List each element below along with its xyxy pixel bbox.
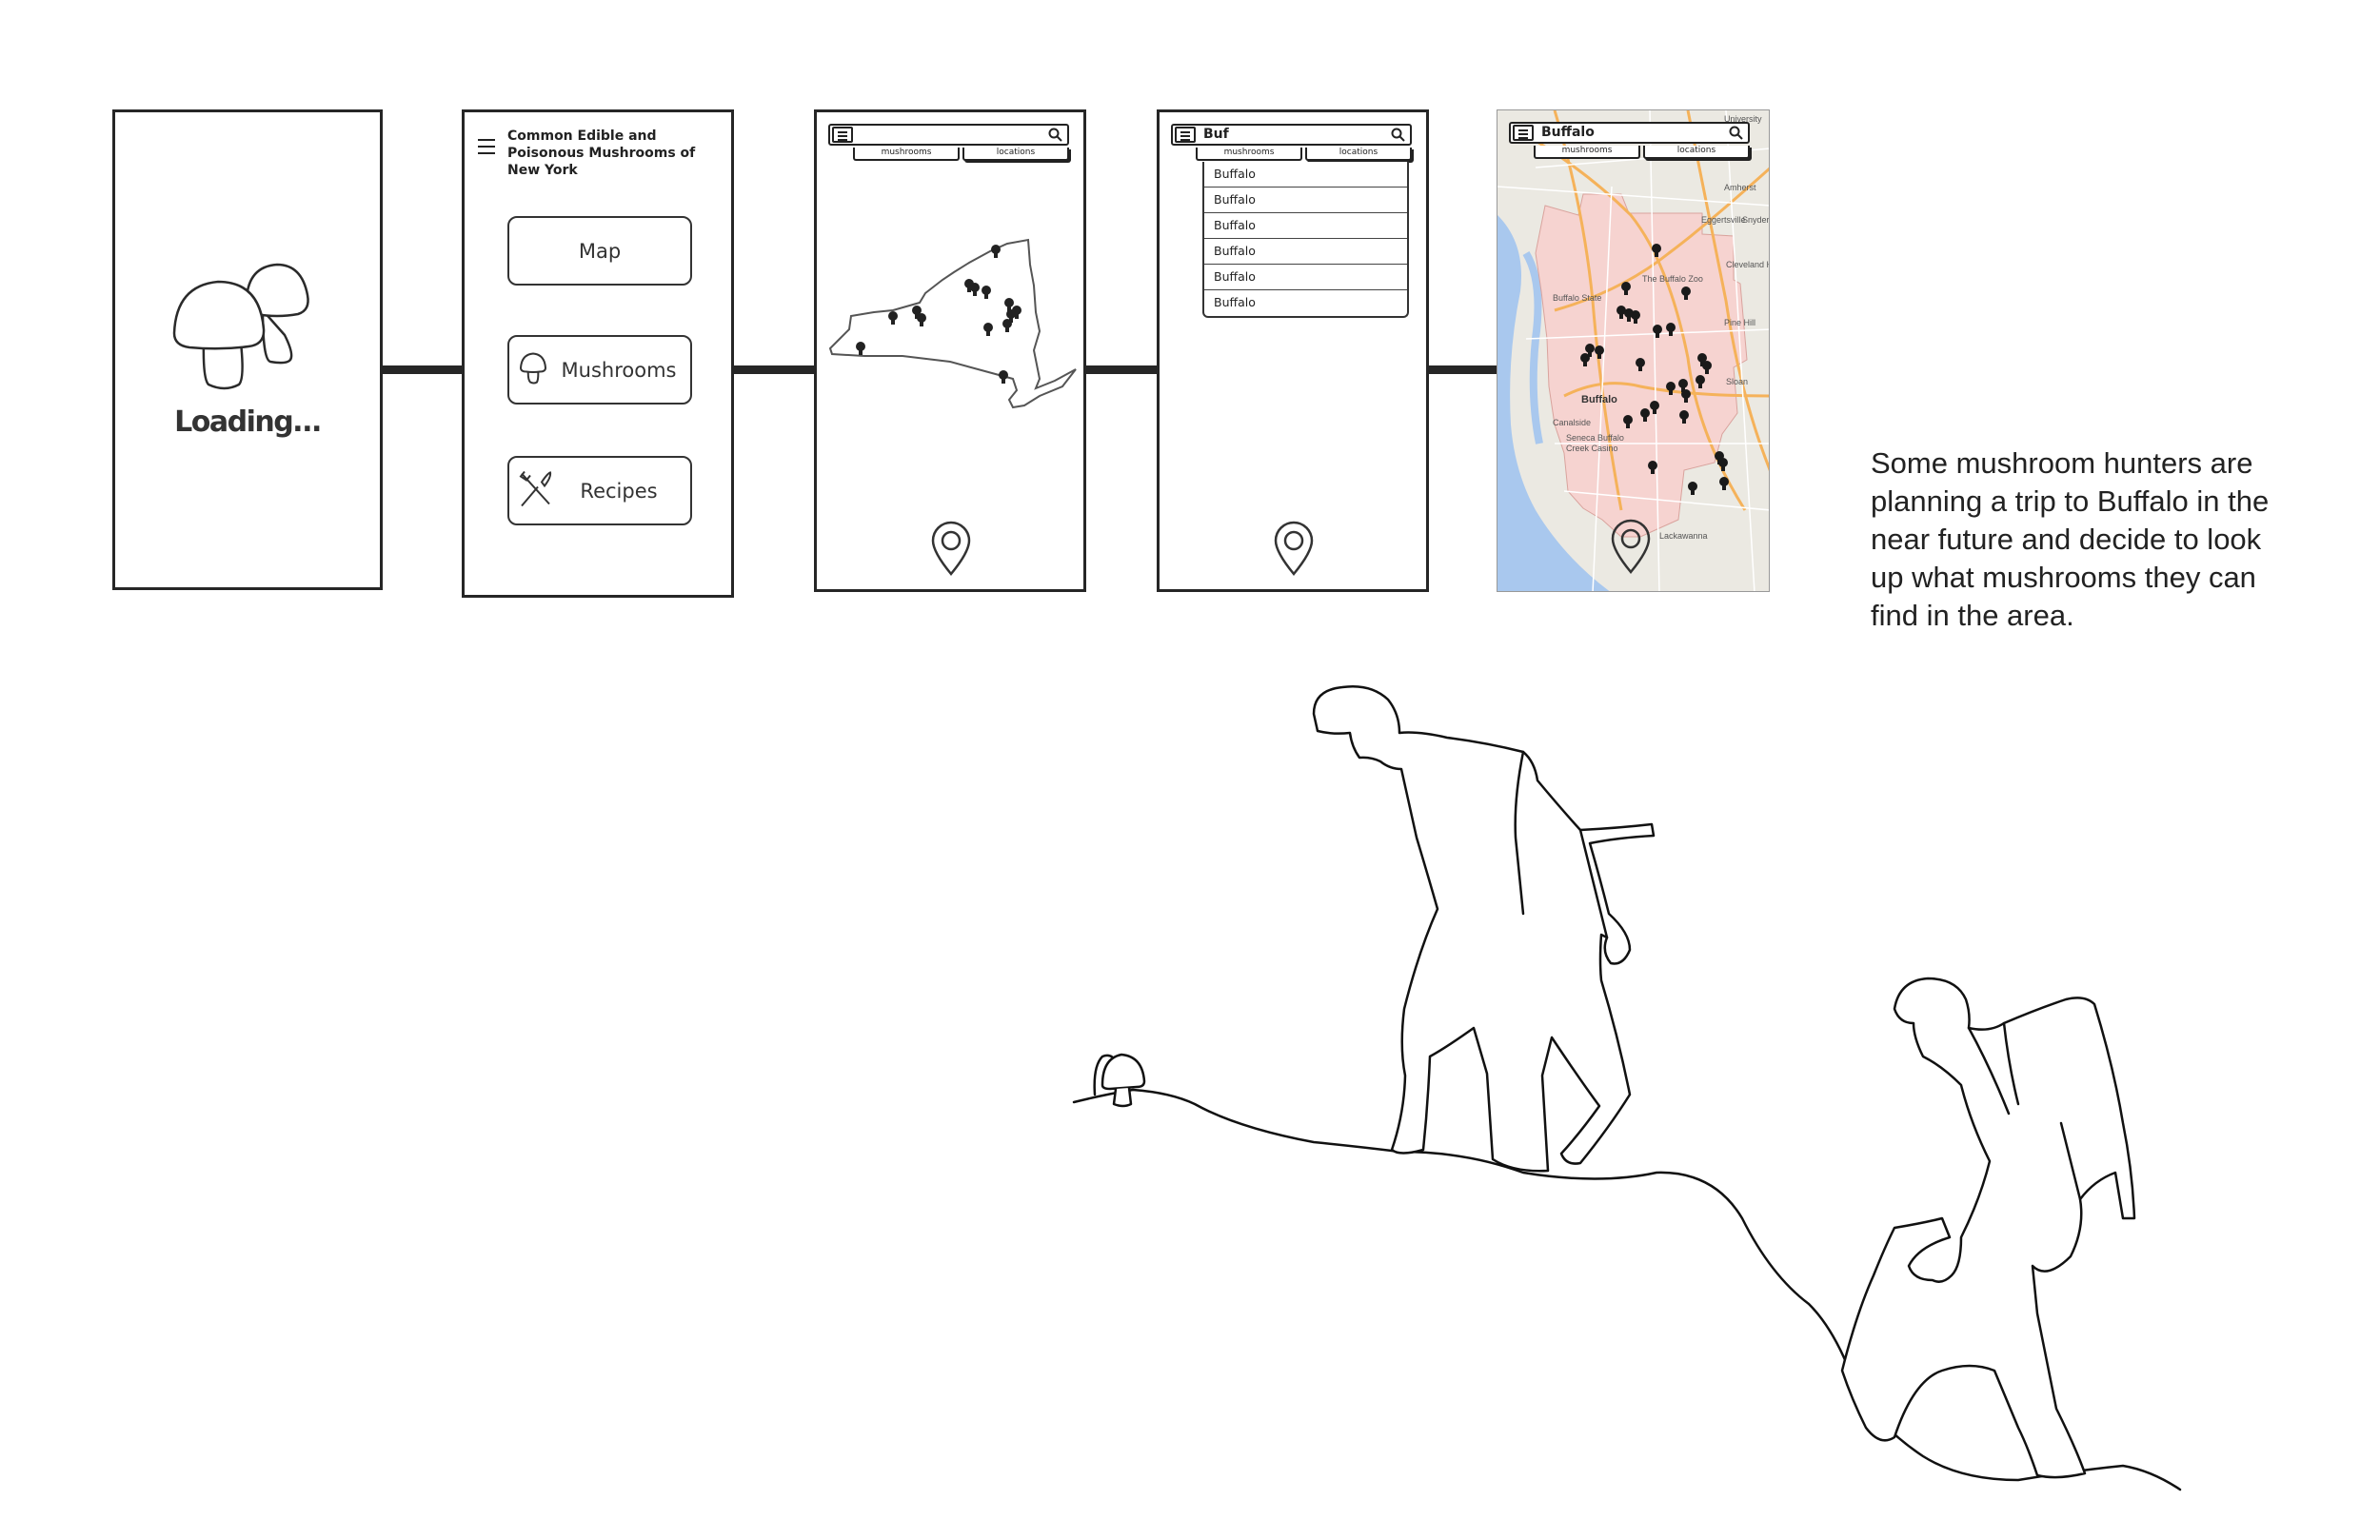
- hiker-silhouette: [1840, 977, 2136, 1479]
- search-bar[interactable]: Buf: [1171, 124, 1412, 146]
- loading-label: Loading...: [174, 405, 322, 439]
- map-label: Buffalo: [1581, 394, 1617, 405]
- map-button-label: Map: [578, 239, 622, 263]
- hill-outline: [1072, 1088, 2182, 1491]
- buffalo-map-screen: University Amherst Eggertsville Snyder C…: [1497, 109, 1770, 592]
- map-label: The Buffalo Zoo: [1642, 274, 1703, 284]
- buffalo-street-map[interactable]: [1497, 110, 1770, 592]
- location-pin-icon[interactable]: [1609, 518, 1653, 575]
- map-label: Eggertsville: [1701, 215, 1746, 225]
- suggestion-item[interactable]: Buffalo: [1204, 213, 1407, 239]
- recipes-button-label: Recipes: [580, 479, 658, 503]
- flow-connector-4: [1429, 365, 1497, 374]
- suggestion-item[interactable]: Buffalo: [1214, 295, 1256, 309]
- scenario-caption: Some mushroom hunters are planning a tri…: [1871, 446, 2270, 632]
- location-pin-icon[interactable]: [1272, 520, 1316, 577]
- map-label: Sloan: [1726, 377, 1749, 386]
- search-input[interactable]: Buffalo: [1541, 125, 1595, 140]
- tab-mushrooms[interactable]: mushrooms: [1534, 146, 1640, 159]
- map-label: Seneca Buffalo Creek Casino: [1566, 433, 1624, 453]
- search-icon[interactable]: [1048, 128, 1062, 142]
- map-label: University: [1724, 114, 1762, 124]
- tab-mushrooms[interactable]: mushrooms: [1196, 148, 1302, 161]
- location-pin-icon[interactable]: [929, 520, 973, 577]
- search-suggestions: Buffalo Buffalo Buffalo Buffalo Buffalo …: [1202, 162, 1409, 318]
- map-button[interactable]: Map: [507, 216, 692, 286]
- search-icon[interactable]: [1391, 128, 1405, 142]
- mushroom-icon: [1093, 1053, 1146, 1108]
- suggestion-item[interactable]: Buffalo: [1204, 265, 1407, 290]
- mushrooms-button[interactable]: Mushrooms: [507, 335, 692, 405]
- search-bar[interactable]: Buffalo: [1509, 122, 1750, 144]
- flow-connector-3: [1086, 365, 1157, 374]
- mushroom-logo-icon: [172, 263, 309, 390]
- map-label: Canalside: [1553, 418, 1592, 427]
- suggestion-item[interactable]: Buffalo: [1204, 239, 1407, 265]
- hamburger-menu-icon[interactable]: [478, 139, 495, 159]
- mushroom-markers: [856, 245, 1021, 384]
- search-screen: Buf mushrooms locations Buffalo Buffalo …: [1157, 109, 1429, 592]
- flow-connector-2: [734, 365, 814, 374]
- tab-locations[interactable]: locations: [1305, 148, 1412, 161]
- tab-locations[interactable]: locations: [962, 148, 1069, 161]
- mushroom-icon: [519, 350, 547, 389]
- search-menu-icon[interactable]: [1175, 127, 1196, 143]
- suggestion-item[interactable]: Buffalo: [1204, 162, 1407, 188]
- new-york-state-map: [828, 238, 1077, 409]
- search-menu-icon[interactable]: [832, 127, 853, 143]
- fork-knife-icon: [519, 469, 553, 512]
- map-label: Amherst: [1724, 183, 1756, 192]
- map-label: Snyder: [1742, 215, 1770, 225]
- search-icon[interactable]: [1729, 126, 1743, 140]
- mushrooms-button-label: Mushrooms: [561, 358, 677, 382]
- suggestion-item[interactable]: Buffalo: [1204, 188, 1407, 213]
- search-input[interactable]: Buf: [1203, 127, 1229, 142]
- main-menu-screen: Common Edible and Poisonous Mushrooms of…: [462, 109, 734, 598]
- loading-screen: Loading...: [112, 109, 383, 590]
- flow-connector-1: [383, 365, 462, 374]
- tab-mushrooms[interactable]: mushrooms: [853, 148, 960, 161]
- search-bar[interactable]: [828, 124, 1069, 146]
- map-label: Lackawanna: [1659, 531, 1708, 541]
- search-menu-icon[interactable]: [1513, 125, 1534, 141]
- recipes-button[interactable]: Recipes: [507, 456, 692, 525]
- map-label: Buffalo State: [1553, 293, 1602, 303]
- hiker-silhouette: [1312, 685, 1656, 1173]
- map-screen: mushrooms locations: [814, 109, 1086, 592]
- mushroom-markers: [1580, 244, 1729, 495]
- map-label: Pine Hill: [1724, 318, 1756, 327]
- app-title: Common Edible and Poisonous Mushrooms of…: [507, 128, 696, 178]
- map-label: Cleveland Hill: [1726, 260, 1769, 269]
- tab-locations[interactable]: locations: [1643, 146, 1750, 159]
